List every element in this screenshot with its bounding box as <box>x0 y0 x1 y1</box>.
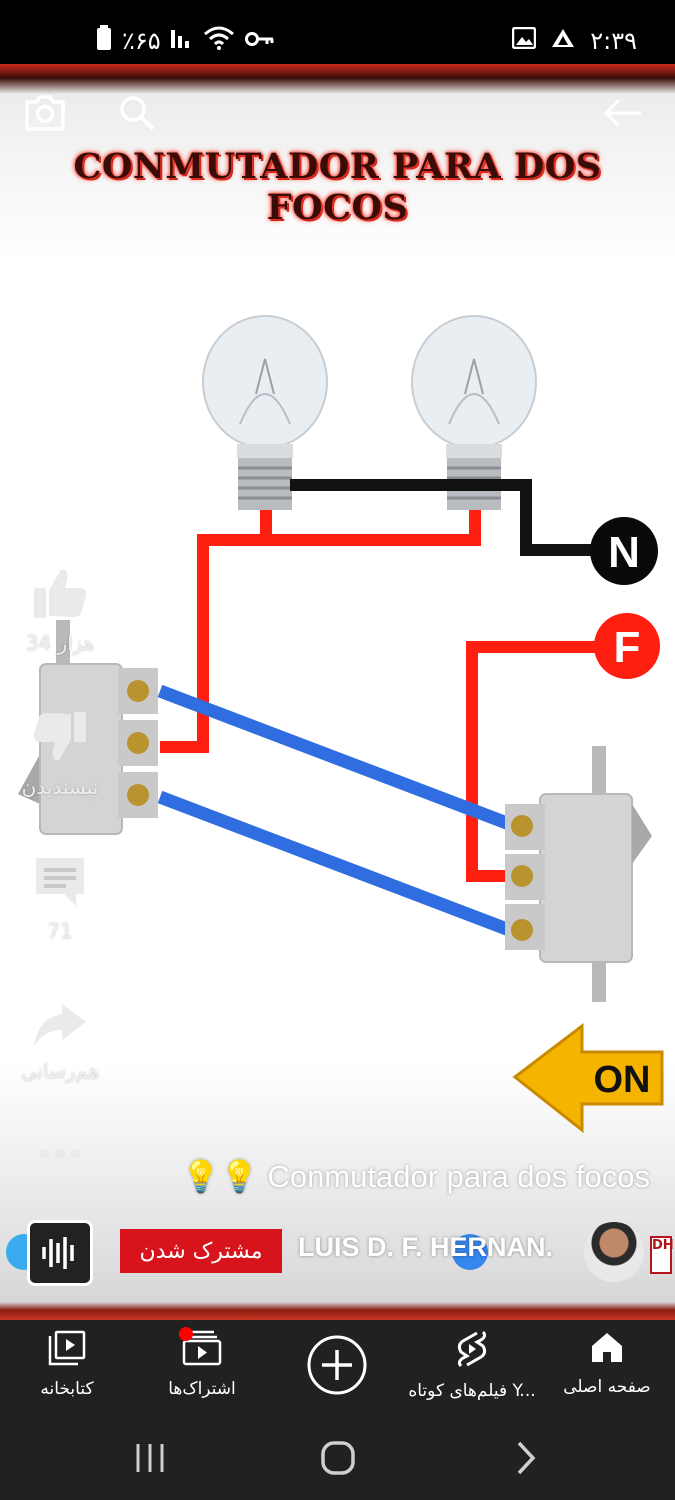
battery-percent: ٪۶۵ <box>122 27 161 55</box>
nav-subscriptions-label: اشتراک‌ها <box>168 1379 236 1399</box>
nav-create[interactable] <box>272 1334 402 1401</box>
subscriptions-icon <box>179 1327 222 1371</box>
channel-logo: DH <box>650 1236 674 1274</box>
video-caption[interactable]: 💡💡 Conmutador para dos focos <box>181 1159 650 1194</box>
like-button[interactable]: 34 هزار <box>0 566 120 655</box>
phase-label: F <box>614 623 641 672</box>
light-bulb-left <box>202 315 328 510</box>
back-arrow-icon[interactable] <box>598 88 648 138</box>
nav-home-label: صفحه اصلی <box>563 1377 651 1397</box>
dislike-button[interactable]: نپسندیدن <box>0 710 120 799</box>
notification-dot <box>179 1327 193 1341</box>
status-right: ۲:۳۹ <box>511 24 637 58</box>
light-bulb-right <box>411 315 537 510</box>
comment-icon <box>32 854 88 913</box>
neutral-label: N <box>608 528 640 577</box>
nav-library-label: کتابخانه <box>40 1379 94 1399</box>
video-title: CONMUTADOR PARA DOS FOCOS <box>73 146 602 228</box>
on-arrow: ON <box>512 1022 664 1134</box>
subscribe-button[interactable]: مشترک شدن <box>120 1229 282 1273</box>
library-icon <box>48 1330 86 1371</box>
thumbs-down-icon <box>31 710 89 769</box>
phase-terminal: F <box>594 613 660 679</box>
channel-name[interactable]: LUIS D. F. HERNAN. <box>298 1232 554 1262</box>
neutral-terminal: N <box>590 517 658 585</box>
key-icon <box>244 27 275 55</box>
system-navigation <box>0 1416 675 1500</box>
music-thumbnail[interactable] <box>27 1220 93 1286</box>
back-chevron-icon[interactable] <box>515 1440 537 1480</box>
signal-icon <box>170 26 193 56</box>
status-time: ۲:۳۹ <box>590 27 637 55</box>
like-count: 34 هزار <box>25 631 95 655</box>
bottom-navigation: صفحه اصلی فیلم‌های کوتاه Y... اشتراک‌ها … <box>0 1320 675 1416</box>
nav-shorts-label: فیلم‌های کوتاه Y... <box>408 1381 536 1401</box>
channel-row: مشترک شدن LUIS D. F. HERNAN. DH <box>0 1214 675 1294</box>
search-icon[interactable] <box>112 88 162 138</box>
share-button[interactable]: هم‌رسانی <box>0 1000 120 1083</box>
gallery-icon <box>511 26 537 55</box>
dislike-label: نپسندیدن <box>21 775 99 799</box>
audio-wave-icon <box>42 1237 74 1269</box>
nav-library[interactable]: کتابخانه <box>2 1330 132 1399</box>
wiring-diagram: N F ON <box>18 315 664 1134</box>
home-circle-icon[interactable] <box>320 1440 356 1480</box>
shorts-icon <box>455 1330 489 1373</box>
switch-left <box>18 620 158 835</box>
status-left: ٪۶۵ <box>96 24 275 58</box>
switch-right <box>505 746 652 1002</box>
nav-home[interactable]: صفحه اصلی <box>542 1330 672 1397</box>
home-icon <box>589 1330 625 1369</box>
channel-avatar[interactable] <box>584 1222 644 1282</box>
more-options-button[interactable] <box>0 1142 120 1166</box>
camera-icon[interactable] <box>20 88 70 138</box>
video-player[interactable]: N F ON <box>0 64 675 1320</box>
wifi-icon <box>203 25 235 57</box>
cloud-icon <box>550 27 576 55</box>
create-icon <box>306 1334 368 1401</box>
comment-count: 71 <box>47 919 73 943</box>
on-label: ON <box>594 1059 651 1101</box>
share-icon <box>32 1000 88 1053</box>
battery-icon <box>96 25 112 57</box>
facebook-icon <box>452 1234 488 1270</box>
share-label: هم‌رسانی <box>20 1059 100 1083</box>
thumbs-up-icon <box>31 566 89 625</box>
recents-icon[interactable] <box>134 1442 166 1478</box>
nav-shorts[interactable]: فیلم‌های کوتاه Y... <box>407 1330 537 1401</box>
more-icon <box>38 1142 82 1166</box>
comments-button[interactable]: 71 <box>0 854 120 943</box>
nav-subscriptions[interactable]: اشتراک‌ها <box>137 1327 267 1399</box>
